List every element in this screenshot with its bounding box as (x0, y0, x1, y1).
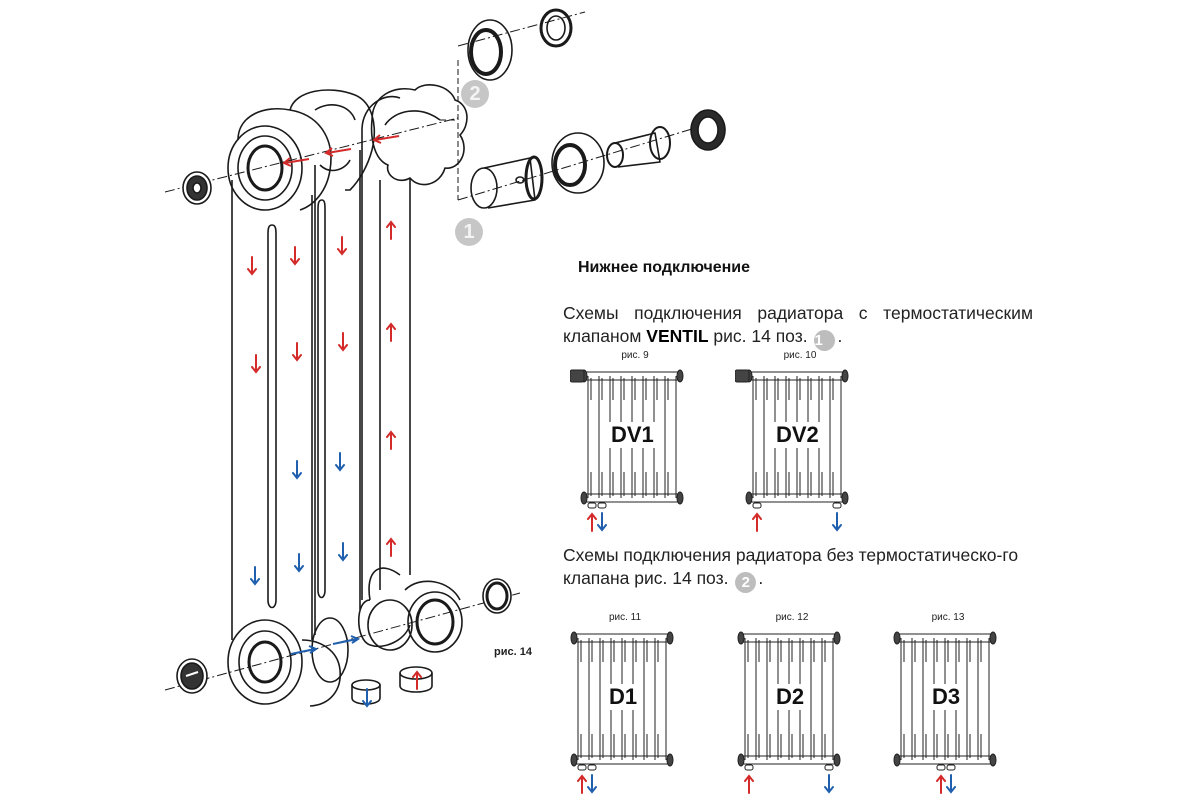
hot-flow-arrow (577, 774, 587, 794)
valve-brand: VENTIL (646, 326, 709, 346)
paragraph-text: Схемы подключения радиатора без термоста… (563, 545, 1019, 588)
hot-flow-arrow (412, 670, 422, 690)
figure-label: рис. 13 (931, 612, 965, 623)
position-bracket (440, 60, 459, 200)
thermostat-head-icon (735, 369, 750, 383)
bottom-right-nut (482, 578, 512, 614)
hot-flow-arrow (290, 246, 300, 266)
hot-flow-arrow (386, 537, 396, 557)
hot-flow-arrow (324, 147, 352, 157)
cold-flow-arrow (332, 635, 360, 645)
paragraph-valve-schemes: Схемы подключения радиатора с термостати… (563, 302, 1033, 351)
position-badge-1: 1 (455, 218, 483, 246)
paragraph-end: . (837, 326, 843, 346)
bottom-left-plug (176, 658, 208, 694)
hot-flow-arrow (587, 512, 597, 532)
cold-flow-arrow (290, 645, 318, 655)
scheme-code: DV1 (608, 422, 657, 448)
hot-flow-arrow (744, 774, 754, 794)
hot-flow-arrow (936, 774, 946, 794)
figure-label: рис. 11 (608, 612, 642, 623)
cold-flow-arrow (587, 774, 597, 794)
scheme-code: D3 (929, 684, 964, 710)
radiator-scheme-drawing (893, 631, 997, 771)
hot-flow-arrow (338, 332, 348, 352)
hot-flow-arrow (292, 342, 302, 362)
hot-flow-arrow (386, 430, 396, 450)
paragraph-text: рис. 14 поз. (708, 326, 813, 346)
cold-flow-arrow (824, 774, 834, 794)
scheme-code: DV2 (773, 422, 822, 448)
top-left-plug (182, 171, 212, 205)
hot-flow-arrow (752, 512, 762, 532)
position-badge-2: 2 (461, 80, 489, 108)
cold-flow-arrow (292, 460, 302, 480)
paragraph-end: . (758, 568, 764, 588)
cold-flow-arrow (832, 512, 842, 532)
scheme-d1: рис. 11 D1 (570, 612, 685, 794)
hot-flow-arrow (386, 220, 396, 240)
scheme-dv1: рис. 9 DV1 (570, 350, 685, 532)
hot-flow-arrow (337, 236, 347, 256)
radiator-section-back (361, 84, 468, 601)
cold-flow-arrow (294, 553, 304, 573)
paragraph-text: Схемы подключения радиатора с термостати… (563, 303, 1033, 346)
cold-flow-arrow (335, 452, 345, 472)
scheme-d2: рис. 12 D2 (737, 612, 852, 794)
scheme-dv2: рис. 10 DV2 (735, 350, 850, 532)
cold-flow-arrow (250, 566, 260, 586)
figure-label: рис. 10 (783, 350, 817, 361)
cold-flow-arrow (362, 688, 372, 708)
position-2-parts (467, 8, 573, 81)
section-heading: Нижнее подключение (578, 259, 751, 276)
figure-14-label: рис. 14 (494, 646, 532, 658)
scheme-code: D1 (606, 684, 641, 710)
scheme-d3: рис. 13 D3 (893, 612, 1008, 794)
hot-flow-arrow (372, 134, 400, 144)
radiator-section-front (227, 108, 341, 707)
cold-flow-arrow (338, 542, 348, 562)
radiator-section-middle (289, 89, 376, 635)
cold-flow-arrow (597, 512, 607, 532)
paragraph-no-valve-schemes: Схемы подключения радиатора без термоста… (563, 544, 1033, 593)
position-1-valve-parts (470, 109, 726, 209)
cold-flow-arrow (946, 774, 956, 794)
hot-flow-arrow (282, 157, 310, 167)
hot-flow-arrow (247, 256, 257, 276)
hot-flow-arrow (386, 322, 396, 342)
scheme-code: D2 (773, 684, 808, 710)
hot-flow-arrow (251, 354, 261, 374)
position-badge-inline-2: 2 (735, 572, 757, 593)
figure-label: рис. 9 (621, 350, 649, 361)
position-badge-inline-1: 1 (814, 330, 836, 351)
figure-label: рис. 12 (775, 612, 809, 623)
thermostat-head-icon (570, 369, 585, 383)
